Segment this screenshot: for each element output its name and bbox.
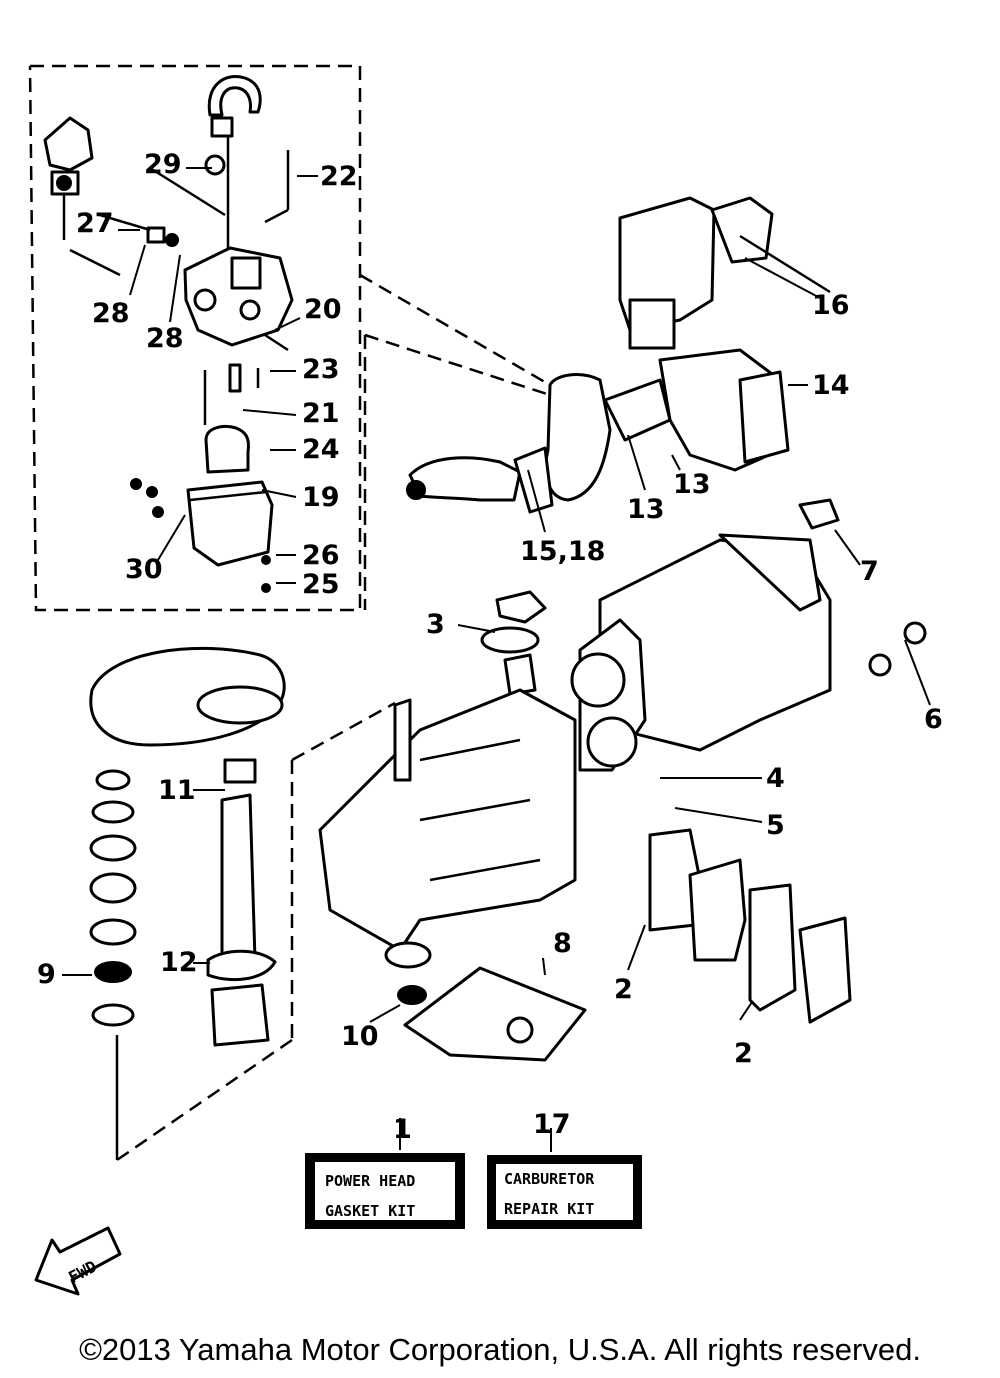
callout-11: 11 xyxy=(158,775,196,806)
callout-23: 23 xyxy=(302,354,340,385)
callout-28a: 28 xyxy=(92,298,130,329)
callout-2b: 2 xyxy=(734,1038,753,1069)
power-head-kit-line2: GASKET KIT xyxy=(325,1202,415,1220)
callout-26: 26 xyxy=(302,540,340,571)
callout-12: 12 xyxy=(160,947,198,978)
callout-19: 19 xyxy=(302,482,340,513)
crankshaft-assembly xyxy=(89,646,286,1047)
carburetor-kit-line1: CARBURETOR xyxy=(504,1170,595,1188)
callout-3: 3 xyxy=(426,609,445,640)
callout-24: 24 xyxy=(302,434,340,465)
carburetor-group-boundary xyxy=(28,64,362,612)
callout-10: 10 xyxy=(341,1021,379,1052)
callout-8: 8 xyxy=(553,928,572,959)
carburetor-repair-kit-box: CARBURETOR REPAIR KIT xyxy=(487,1155,642,1229)
carburetor-kit-line2: REPAIR KIT xyxy=(504,1200,594,1218)
cylinder-head-block xyxy=(480,498,927,772)
callout-labels: 29 22 27 28 28 20 23 21 24 19 30 26 25 1… xyxy=(37,149,943,1145)
callout-21: 21 xyxy=(302,398,340,429)
power-head-kit-line1: POWER HEAD xyxy=(325,1172,415,1190)
crankcase xyxy=(318,688,577,969)
callout-30: 30 xyxy=(125,554,163,585)
callout-15-18: 15,18 xyxy=(520,536,605,567)
leader-lines xyxy=(62,167,931,1152)
callout-28b: 28 xyxy=(146,323,184,354)
callout-1: 1 xyxy=(393,1114,412,1145)
callout-2a: 2 xyxy=(614,974,633,1005)
callout-13a: 13 xyxy=(673,469,711,500)
callout-17: 17 xyxy=(533,1109,571,1140)
carburetor-assembly xyxy=(43,75,294,593)
callout-5: 5 xyxy=(766,810,785,841)
callout-16: 16 xyxy=(812,290,850,321)
copyright-notice: ©2013 Yamaha Motor Corporation, U.S.A. A… xyxy=(79,1332,921,1367)
callout-22: 22 xyxy=(320,161,358,192)
callout-27: 27 xyxy=(76,208,114,239)
crankshaft-group-boundary xyxy=(115,701,396,1162)
callout-9: 9 xyxy=(37,959,56,990)
callout-20: 20 xyxy=(304,294,342,325)
intake-reed-valve-assembly xyxy=(406,196,831,514)
callout-6: 6 xyxy=(924,704,943,735)
callout-29: 29 xyxy=(144,149,182,180)
intake-connector-lines xyxy=(359,273,551,610)
callout-4: 4 xyxy=(766,763,785,794)
fwd-arrow-icon: FWD xyxy=(34,1226,122,1296)
callout-7: 7 xyxy=(860,556,879,587)
callout-14: 14 xyxy=(812,370,850,401)
exploded-parts-diagram: 29 22 27 28 28 20 23 21 24 19 30 26 25 1… xyxy=(28,64,943,1296)
power-head-gasket-kit-box: POWER HEAD GASKET KIT xyxy=(305,1153,465,1229)
gaskets-and-covers xyxy=(397,828,852,1062)
callout-13b: 13 xyxy=(627,494,665,525)
callout-25: 25 xyxy=(302,569,340,600)
